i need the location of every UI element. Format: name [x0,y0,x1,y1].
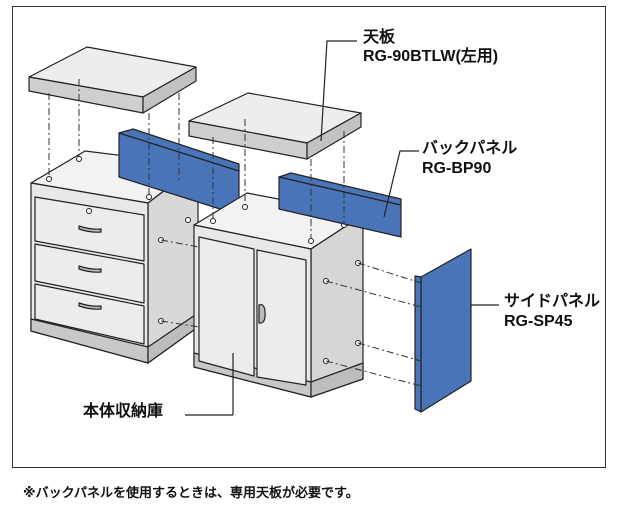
diagram-frame: .ol { stroke: #222; stroke-width: 1.2; s… [12,6,606,468]
assembly-lines [48,79,422,387]
storage-cabinet [193,192,364,398]
side-panel-name: サイドパネル [504,293,601,310]
assembly-diagram: .ol { stroke: #222; stroke-width: 1.2; s… [28,40,499,416]
leader-lines [185,40,499,416]
left-top-board [28,46,197,114]
back-panel-model: RG-BP90 [422,160,492,177]
storage-body-name: 本体収納庫 [83,403,164,420]
top-board-name: 天板 [363,29,396,46]
side-panel [414,248,472,413]
top-board-model: RG-90BTLW(左用) [363,48,499,65]
back-panel-name: バックパネル [422,140,518,157]
lateral-cabinet [30,150,199,364]
back-panel [278,172,402,238]
side-panel-model: RG-SP45 [504,313,573,330]
right-top-board [188,92,362,160]
footnote: ※バックパネルを使用するときは、専用天板が必要です。 [23,486,359,501]
